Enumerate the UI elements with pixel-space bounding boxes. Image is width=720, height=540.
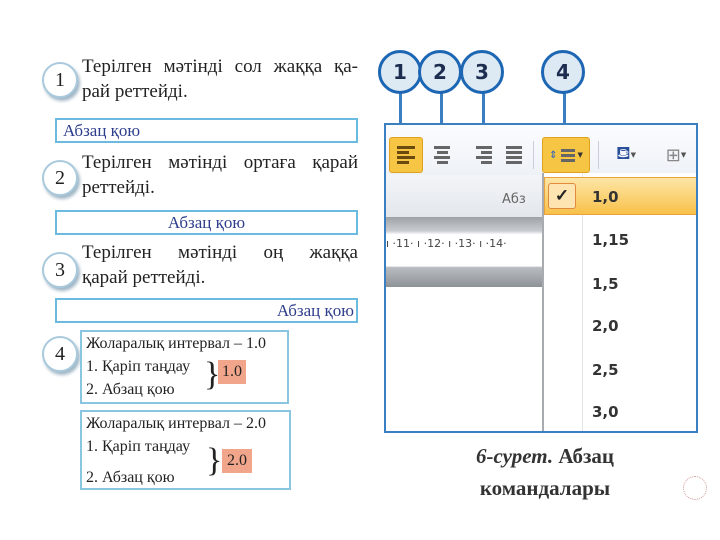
- line-spacing-button[interactable]: ⇕▼: [542, 137, 590, 173]
- box-step: 2. Абзац қою: [86, 381, 175, 398]
- menu-item-2-5[interactable]: 2,5: [592, 361, 619, 379]
- callout-1: 1: [378, 50, 422, 94]
- brace: }: [204, 356, 221, 393]
- arrow: [436, 92, 446, 131]
- value-tag-2: 2.0: [222, 449, 252, 473]
- divider: [533, 141, 534, 169]
- figure-caption: 6-сурет. Абзац: [430, 444, 660, 469]
- example-right-aligned: Абзац қою: [55, 298, 358, 323]
- borders-icon: ⊞: [665, 144, 681, 166]
- check-icon: ✓: [548, 183, 576, 209]
- box-step: 1. Қаріп таңдау: [86, 358, 191, 375]
- group-label: Абз: [502, 192, 526, 207]
- align-left-icon: [397, 146, 415, 164]
- borders-button[interactable]: ⊞ ▼: [665, 144, 687, 166]
- arrow: [395, 92, 405, 131]
- ribbon: [386, 125, 696, 175]
- box-title: Жоларалық интервал – 2.0: [86, 415, 266, 432]
- ruler: [386, 217, 542, 287]
- align-center-icon: [434, 146, 450, 164]
- shading-button[interactable]: ⛾▼: [606, 137, 646, 173]
- value-tag-1: 1.0: [218, 360, 246, 384]
- ruler-numbers: ı ·11· ı ·12· ı ·13· ı ·14·: [386, 237, 507, 250]
- box-step: 2. Абзац қою: [86, 469, 175, 486]
- text-line: Терілген мәтінді оң жаққа: [82, 242, 358, 263]
- caption-text: Абзац: [553, 444, 614, 468]
- step-number-1: 1: [42, 62, 78, 98]
- justify-icon: [506, 146, 522, 164]
- paint-bucket-icon: ⛾: [615, 143, 631, 164]
- menu-item-3-0[interactable]: 3,0: [592, 403, 619, 421]
- text-line: қарай реттейді.: [82, 267, 206, 288]
- text-line: Терілген мәтінді сол жаққа қа-: [82, 56, 358, 77]
- menu-item-1-5[interactable]: 1,5: [592, 275, 619, 293]
- callout-3: 3: [460, 50, 504, 94]
- line-spacing-box-2: Жоларалық интервал – 2.0 1. Қаріп таңдау…: [80, 410, 291, 490]
- align-left-button[interactable]: [389, 137, 423, 173]
- align-center-button[interactable]: [428, 137, 456, 173]
- item-2-text: Терілген мәтінді ортаға қарай реттейді.: [82, 150, 358, 200]
- menu-item-1-15[interactable]: 1,15: [592, 231, 630, 249]
- callout-4: 4: [541, 50, 585, 94]
- example-left-aligned: Абзац қою: [55, 118, 358, 143]
- arrow: [478, 92, 488, 131]
- align-right-button[interactable]: [470, 137, 498, 173]
- justify-button[interactable]: [500, 137, 528, 173]
- step-number-2: 2: [42, 160, 78, 196]
- menu-item-1-0[interactable]: 1,0: [592, 188, 619, 206]
- stamp-logo: [683, 476, 707, 500]
- callout-2: 2: [418, 50, 462, 94]
- divider: [598, 141, 599, 169]
- step-number-4: 4: [42, 336, 78, 372]
- arrow: [559, 92, 569, 131]
- item-1-text: Терілген мәтінді сол жаққа қа-рай реттей…: [82, 54, 358, 104]
- brace: }: [206, 442, 223, 479]
- line-spacing-icon: ⇕: [549, 149, 558, 161]
- dropdown-arrow-icon: ▼: [577, 151, 583, 159]
- text-line: Терілген мәтінді ортаға қарай: [82, 152, 358, 173]
- box-title: Жоларалық интервал – 1.0: [86, 335, 266, 352]
- line-spacing-dropdown: ✓ 1,0 1,15 1,5 2,0 2,5 3,0: [542, 173, 696, 431]
- box-step: 1. Қаріп таңдау: [86, 438, 191, 455]
- line-spacing-box-1: Жоларалық интервал – 1.0 1. Қаріп таңдау…: [80, 330, 289, 404]
- caption-label: 6-сурет.: [476, 444, 554, 468]
- menu-item-2-0[interactable]: 2,0: [592, 317, 619, 335]
- text-line: реттейді.: [82, 177, 155, 198]
- figure-caption-line2: командалары: [479, 476, 611, 500]
- align-right-icon: [476, 146, 492, 164]
- text-line: рай реттейді.: [82, 81, 188, 102]
- item-3-text: Терілген мәтінді оң жаққа қарай реттейді.: [82, 240, 358, 290]
- step-number-3: 3: [42, 252, 78, 288]
- word-ribbon-screenshot: ⇕▼ ⛾▼ ⊞ ▼ Абз ı ·11· ı ·12· ı ·13· ı ·14…: [384, 123, 698, 433]
- example-center-aligned: Абзац қою: [55, 210, 358, 235]
- group-area: [386, 175, 542, 217]
